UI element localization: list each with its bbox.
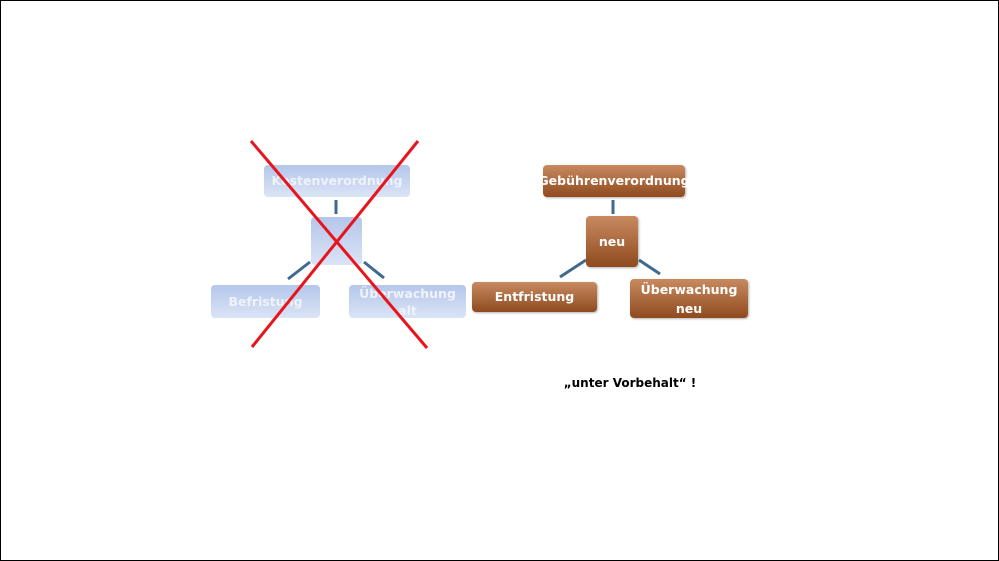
- new-left-label: Entfristung: [494, 289, 575, 304]
- new-right-box: Überwachung neu: [630, 279, 748, 318]
- old-connector-right: [363, 260, 385, 280]
- old-connector-left: [287, 260, 311, 281]
- new-right-label-1: Überwachung: [640, 281, 738, 297]
- old-top-label: Kostenverordnung: [271, 173, 403, 188]
- old-right-label-2: alt: [398, 302, 417, 318]
- new-right-label-2: neu: [675, 300, 703, 316]
- new-left-box: Entfristung: [472, 282, 597, 312]
- old-left-label: Befristung: [228, 293, 303, 309]
- old-left-box: Befristung: [211, 285, 320, 318]
- new-connector-right: [638, 258, 661, 276]
- new-top-label: Gebührenverordnung: [538, 173, 690, 188]
- reservation-note: „unter Vorbehalt“ !: [563, 376, 697, 390]
- new-top-box: Gebührenverordnung: [538, 165, 690, 197]
- new-connector-left: [559, 258, 587, 279]
- cross-line-1: [249, 140, 429, 349]
- new-center-label: neu: [598, 233, 626, 249]
- new-center-box: neu: [586, 216, 638, 267]
- cross-line-2: [250, 140, 420, 348]
